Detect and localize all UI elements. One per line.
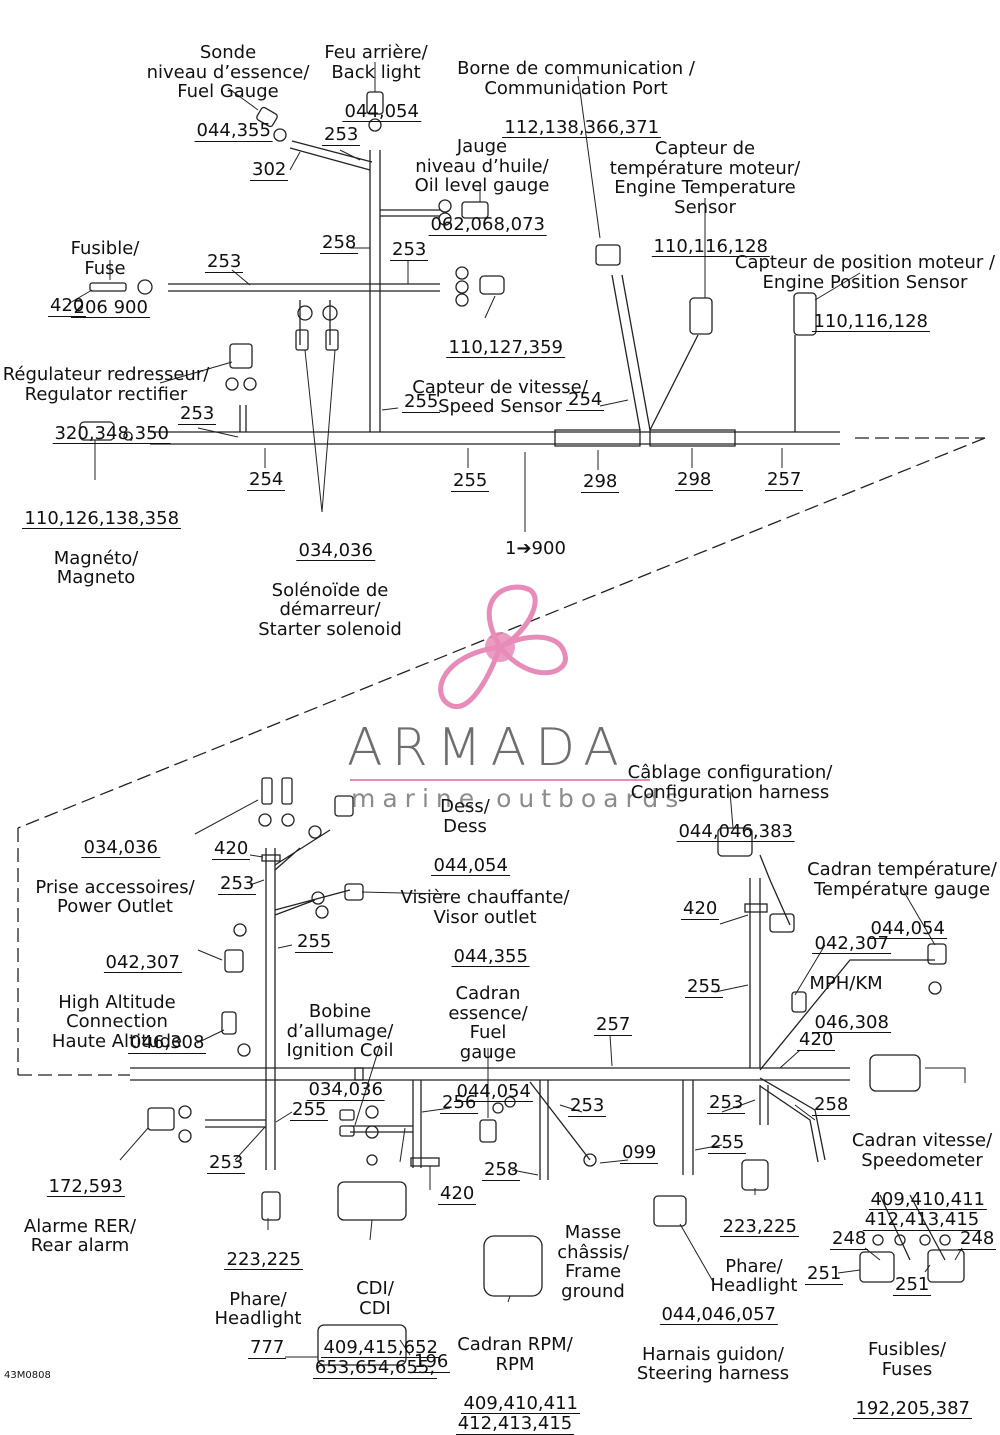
ref-420: 420	[681, 898, 720, 920]
label-power-outlet: 034,036 Prise accessoires/Power Outlet	[35, 836, 195, 917]
ref-420: 420	[212, 838, 251, 860]
label-rear-alarm: 172,593 Alarme RER/Rear alarm	[23, 1175, 137, 1256]
label-regulator-rectifier: Régulateur redresseur/Regulator rectifie…	[2, 364, 210, 444]
ref-253: 253	[205, 251, 244, 273]
ref-255: 255	[295, 931, 334, 953]
label-back-light: Feu arrière/Back light 044,054	[324, 42, 428, 122]
ref-253: 253	[207, 1152, 246, 1174]
ref-253: 253	[707, 1092, 746, 1114]
label-configuration-harness: Câblage configuration/Configuration harn…	[627, 762, 833, 842]
ref-298: 298	[675, 469, 714, 491]
label-temperature-gauge: Cadran température/Température gauge 044…	[807, 859, 997, 939]
ref-255: 255	[451, 470, 490, 492]
label-headlight-left: 223,225 Phare/Headlight	[214, 1248, 303, 1329]
ref-258: 258	[482, 1159, 521, 1181]
ref-258: 258	[320, 232, 359, 254]
label-fuses: Fusibles/Fuses 192,205,387	[853, 1339, 972, 1419]
ref-251: 251	[893, 1274, 932, 1296]
ref-255: 255	[290, 1099, 329, 1121]
armada-logo-icon	[350, 584, 650, 781]
ref-253: 253	[178, 403, 217, 425]
label-dess: Dess/Dess 044,054	[431, 796, 510, 876]
ref-253: 253	[322, 124, 361, 146]
ref-298: 298	[581, 471, 620, 493]
ref-258: 258	[812, 1094, 851, 1116]
ref-255: 255	[402, 391, 441, 413]
label-speed-sensor: 110,127,359 Capteur de vitesse/Speed Sen…	[412, 336, 588, 417]
label-headlight-right: 223,225 Phare/Headlight	[710, 1215, 799, 1296]
label-communication-port: Borne de communication /Communication Po…	[457, 58, 695, 138]
ref-253: 253	[568, 1095, 607, 1117]
ref-420: 420	[48, 295, 87, 317]
ref-248: 248	[830, 1228, 869, 1250]
ref-253: 253	[218, 873, 257, 895]
ref-302: 302	[250, 159, 289, 181]
page-reference-note: 1➔900	[505, 538, 566, 559]
ref-256: 256	[440, 1092, 479, 1114]
logo-subtitle: marine outboards	[351, 784, 686, 813]
ref-046-308: 046,308	[128, 1032, 207, 1054]
label-magneto: 110,126,138,358 Magnéto/Magneto	[22, 507, 182, 588]
ref-420: 420	[797, 1029, 836, 1051]
label-fuse: Fusible/Fuse 206 900	[70, 238, 150, 318]
ref-099: 099	[620, 1142, 659, 1164]
ref-257: 257	[594, 1014, 633, 1036]
logo-word: ARMADA	[347, 718, 628, 778]
label-steering-harness: 044,046,057 Harnais guidon/Steering harn…	[636, 1303, 790, 1384]
label-visor-outlet: Visière chauffante/Visor outlet 044,355	[400, 887, 570, 967]
label-engine-position-sensor: Capteur de position moteur /Engine Posit…	[734, 252, 996, 332]
ref-254: 254	[247, 469, 286, 491]
ref-255: 255	[708, 1132, 747, 1154]
ref-254: 254	[566, 389, 605, 411]
ref-777: 777	[248, 1337, 287, 1359]
ref-248: 248	[958, 1228, 997, 1250]
figure-code: 43M0808	[4, 1370, 51, 1381]
wiring-diagram	[17, 62, 986, 1366]
ref-257: 257	[765, 469, 804, 491]
label-mph-km: 042,307 MPH/KM 046,308	[809, 932, 891, 1033]
ref-253: 253	[390, 239, 429, 261]
ref-251: 251	[805, 1263, 844, 1285]
ref-420: 420	[438, 1183, 477, 1205]
ref-255: 255	[685, 976, 724, 998]
ref-196: 196	[412, 1351, 451, 1373]
